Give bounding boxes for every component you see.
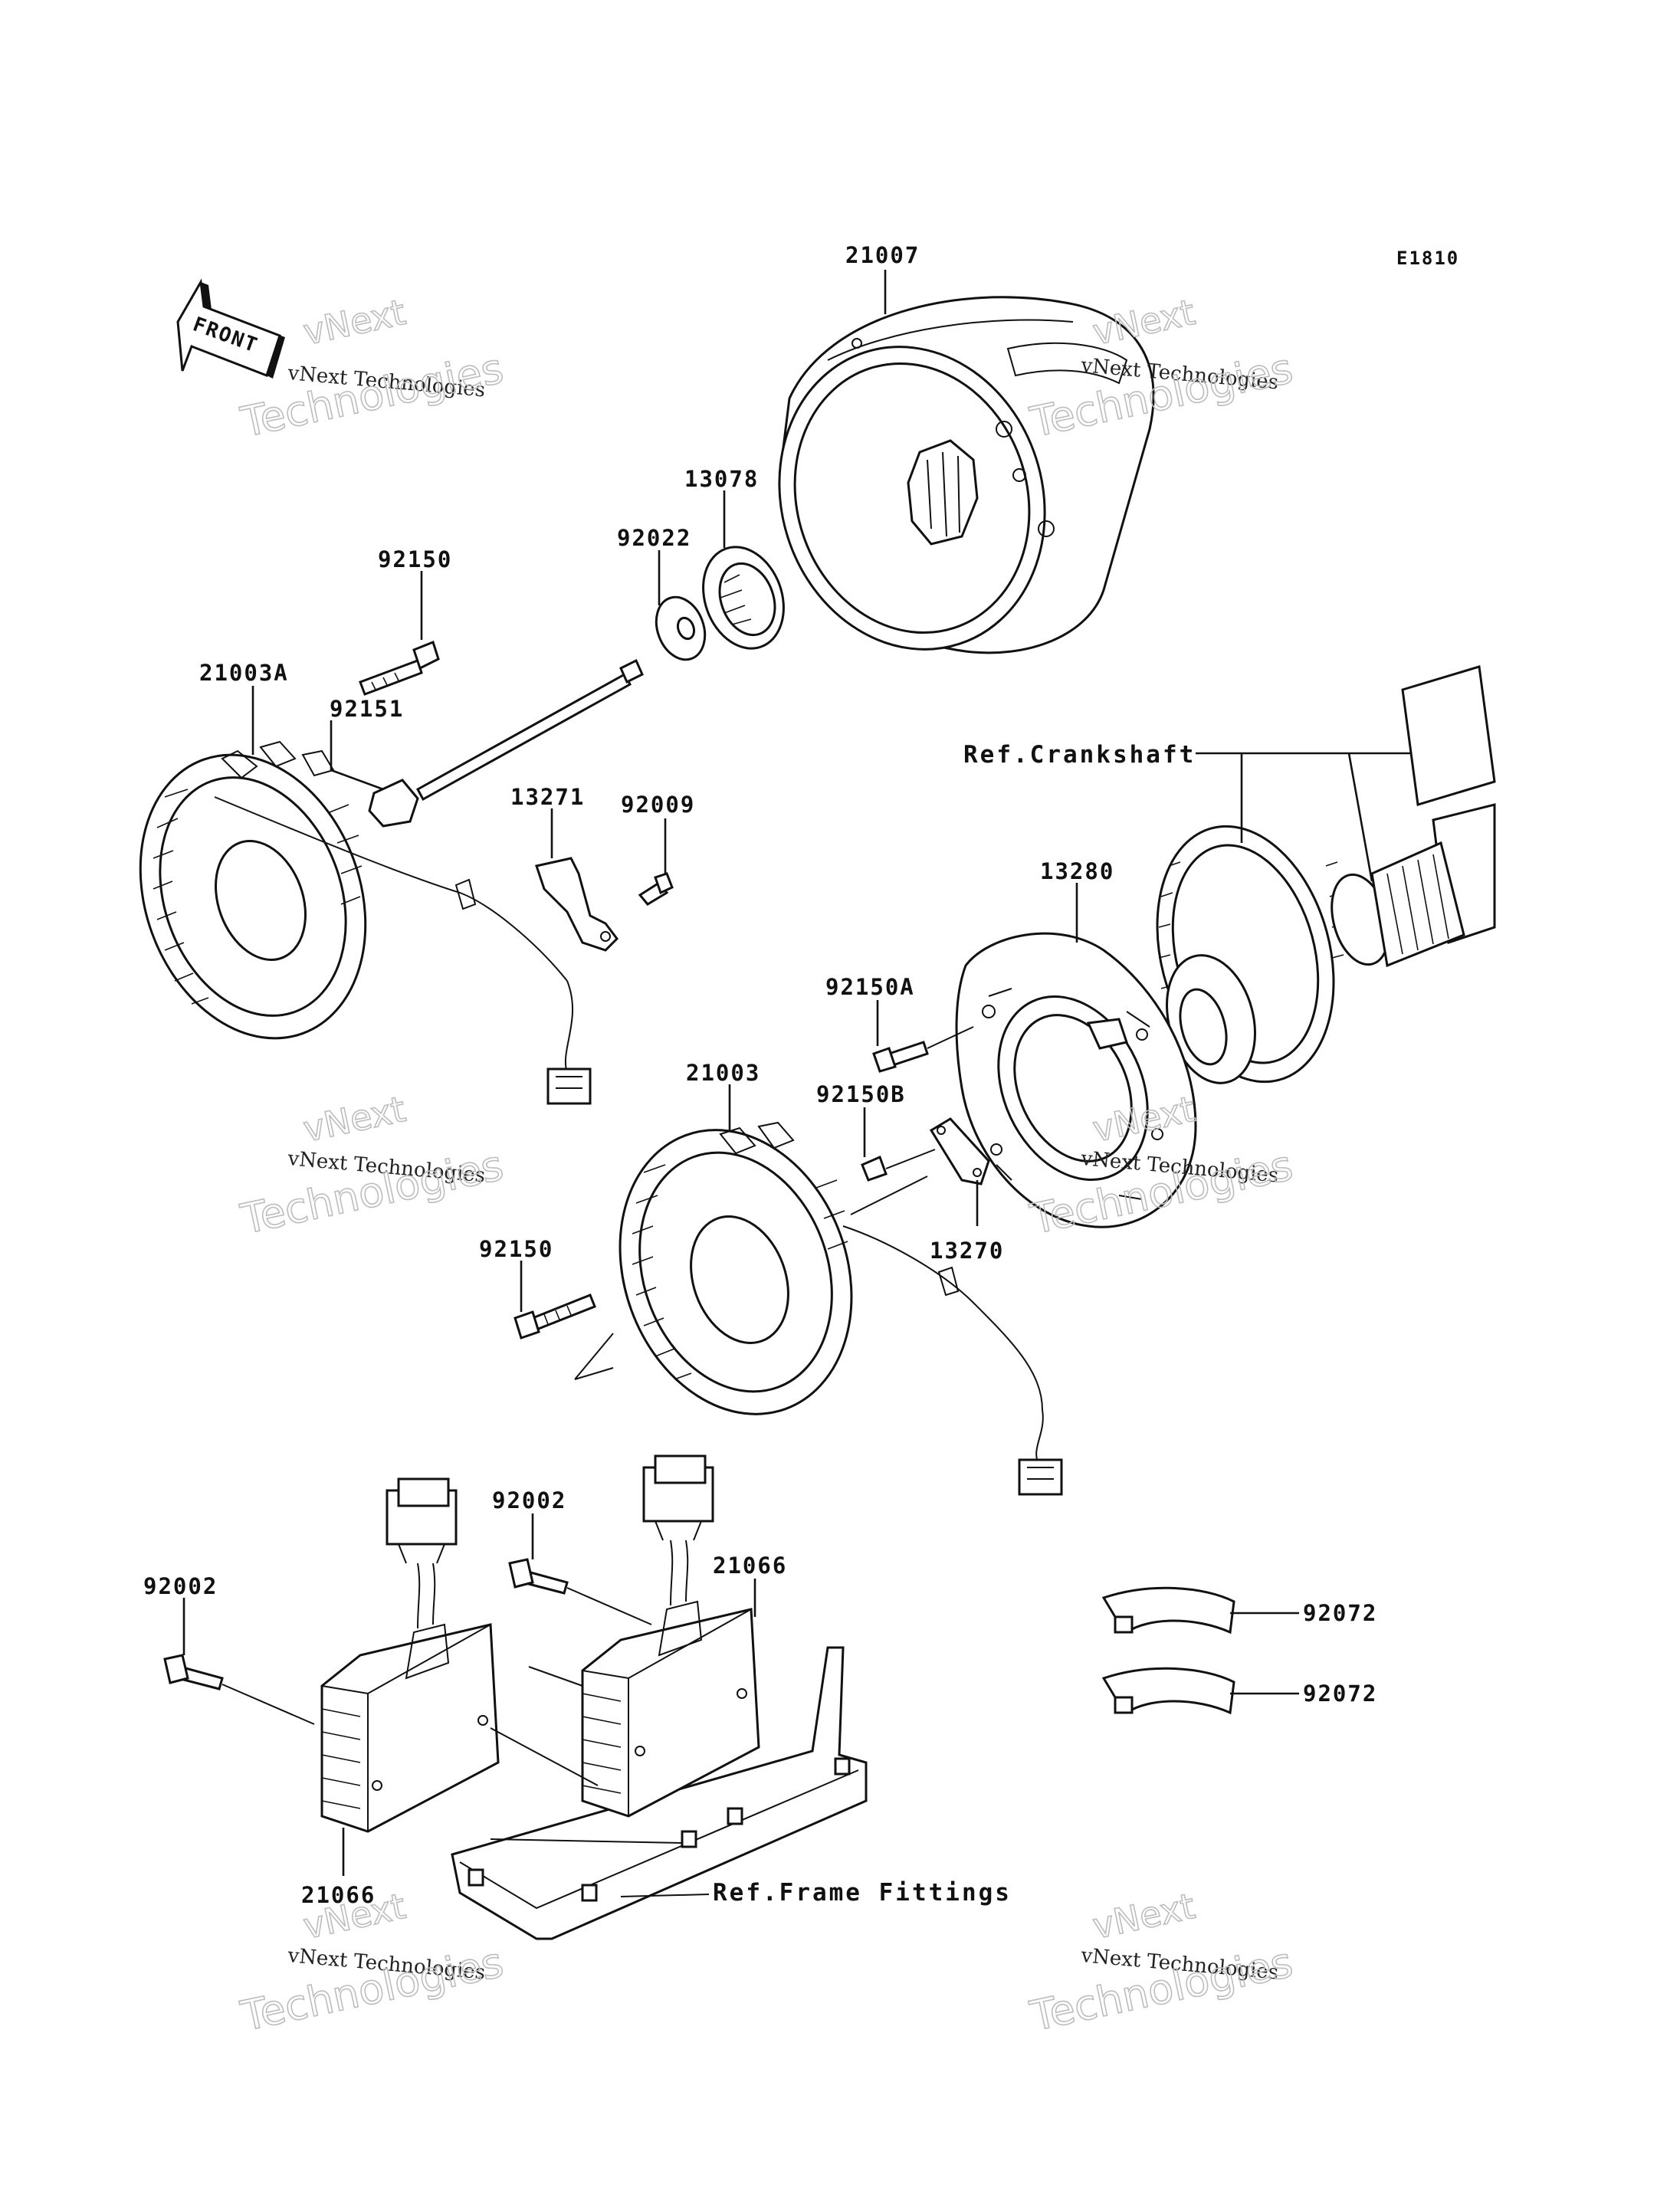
watermark-top-left: vNext vNext Technologies Technologies (236, 290, 508, 448)
watermark-bottom-right: vNext vNext Technologies Technologies (1025, 1884, 1298, 2041)
svg-text:vNext: vNext (1089, 1885, 1199, 1947)
label-92002-left: 92002 (143, 1573, 218, 1599)
label-92150B: 92150B (816, 1081, 906, 1107)
bolt-92150-mid (514, 1294, 596, 1340)
band-92072-bottom (1101, 1667, 1235, 1715)
crankshaft-ref (1156, 665, 1496, 1084)
front-arrow-icon: FRONT (176, 278, 285, 379)
stator-21003 (574, 1121, 1063, 1496)
label-13280: 13280 (1040, 858, 1114, 884)
ref-frame-fittings: Ref.Frame Fittings (713, 1879, 1012, 1907)
diagram-code: E1810 (1396, 248, 1459, 269)
label-13271: 13271 (510, 784, 585, 810)
frame-fittings-ref (451, 1646, 868, 1940)
label-21066-bottom: 21066 (301, 1882, 376, 1908)
bolt-92151 (368, 658, 644, 828)
label-13078: 13078 (684, 466, 759, 492)
label-92150-top: 92150 (378, 546, 452, 572)
label-92072-bottom: 92072 (1303, 1681, 1377, 1707)
label-21003: 21003 (686, 1060, 760, 1086)
bolt-92150B (861, 1155, 888, 1182)
bolt-92150-top (359, 641, 440, 696)
label-92009: 92009 (621, 792, 695, 818)
watermark-bottom-left: vNext vNext Technologies Technologies (236, 1884, 508, 2041)
cover-13280 (955, 932, 1197, 1228)
svg-text:vNext: vNext (1089, 291, 1199, 353)
plate-13270 (929, 1117, 990, 1185)
watermark-mid-left: vNext vNext Technologies Technologies (236, 1087, 508, 1244)
label-92151: 92151 (330, 696, 404, 722)
regulator-21066-left (320, 1477, 500, 1833)
label-92002-mid: 92002 (492, 1487, 566, 1513)
svg-text:vNext: vNext (300, 1088, 409, 1150)
screw-92009 (638, 872, 674, 906)
band-92072-top (1101, 1586, 1235, 1635)
bolt-92002-left (163, 1654, 224, 1690)
label-92150A: 92150A (825, 974, 915, 1000)
ref-crankshaft: Ref.Crankshaft (963, 741, 1196, 769)
label-92072-top: 92072 (1303, 1600, 1377, 1626)
label-21003A: 21003A (199, 660, 289, 686)
label-13270: 13270 (930, 1238, 1004, 1264)
bracket-13271 (535, 857, 619, 952)
washer-92022 (655, 595, 707, 661)
regulator-21066-right (581, 1454, 760, 1818)
stator-21003A (139, 740, 592, 1105)
label-92150-mid: 92150 (479, 1236, 553, 1262)
gear-13078 (702, 546, 785, 650)
label-92022: 92022 (617, 525, 691, 551)
svg-text:vNext: vNext (300, 291, 409, 353)
bolt-92150A (872, 1041, 929, 1073)
label-21066-top: 21066 (713, 1553, 787, 1579)
rotor-21007 (778, 296, 1155, 654)
label-21007: 21007 (845, 242, 920, 268)
bolt-92002-mid (508, 1558, 569, 1595)
